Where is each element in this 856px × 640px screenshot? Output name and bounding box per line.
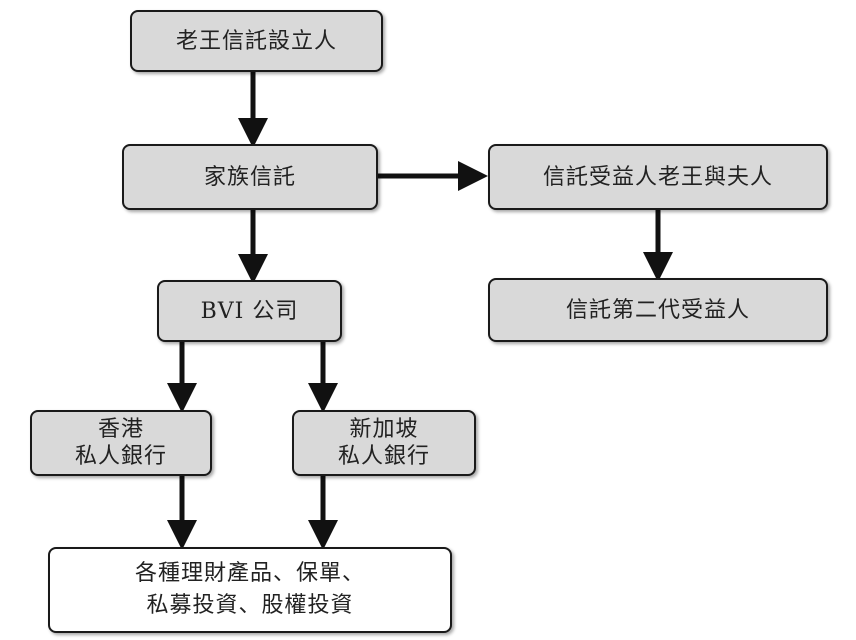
settlor-box: 老王信託設立人: [130, 10, 383, 72]
sg-private-bank-box: 新加坡 私人銀行: [292, 410, 476, 476]
settlor-label: 老王信託設立人: [175, 28, 337, 54]
products-line2: 私募投資、股權投資: [146, 593, 354, 618]
investment-products-box: 各種理財產品、保單、 私募投資、股權投資: [48, 547, 452, 633]
hk-bank-line2: 私人銀行: [74, 444, 167, 469]
family-trust-label: 家族信託: [203, 164, 296, 190]
bvi-company-label: BVI 公司: [200, 298, 299, 324]
second-gen-beneficiary-label: 信託第二代受益人: [565, 297, 750, 323]
sg-bank-line2: 私人銀行: [337, 444, 430, 469]
beneficiary-couple-box: 信託受益人老王與夫人: [488, 144, 828, 210]
hk-bank-line1: 香港: [97, 417, 144, 442]
sg-bank-line1: 新加坡: [349, 417, 419, 442]
beneficiary-couple-label: 信託受益人老王與夫人: [542, 164, 773, 190]
family-trust-box: 家族信託: [122, 144, 378, 210]
second-gen-beneficiary-box: 信託第二代受益人: [488, 278, 828, 342]
hk-private-bank-box: 香港 私人銀行: [30, 410, 212, 476]
bvi-company-box: BVI 公司: [157, 280, 342, 342]
products-line1: 各種理財產品、保單、: [134, 561, 365, 586]
